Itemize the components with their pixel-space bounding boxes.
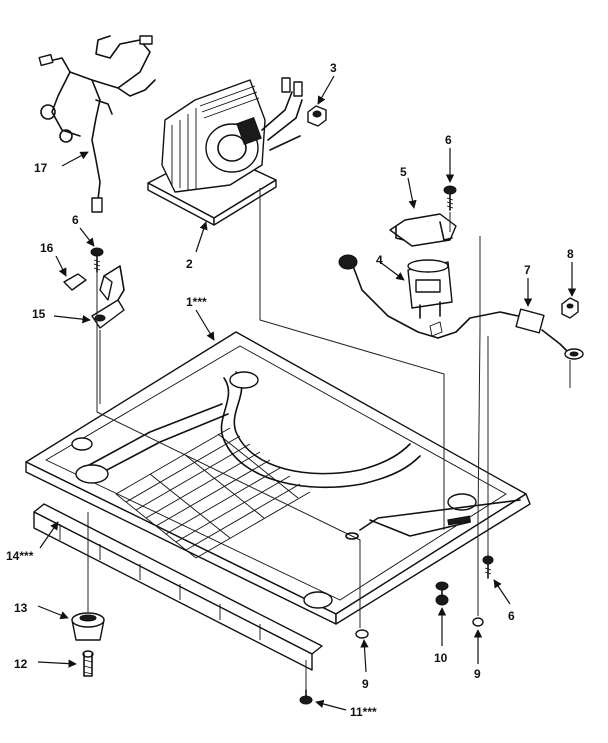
callout-4: 4 [376, 253, 383, 267]
callout-3: 3 [330, 61, 337, 75]
callout-1: 1*** [186, 295, 207, 309]
transformer-part [147, 77, 303, 226]
callout-10: 10 [434, 651, 448, 665]
alignment-lines [87, 188, 571, 690]
base-plate-part [25, 331, 531, 625]
callout-6-left: 6 [72, 213, 79, 227]
leader-arrows [37, 75, 577, 711]
screw-part-12 [82, 650, 94, 677]
screw-part-11 [299, 689, 313, 705]
foot-part-13 [71, 612, 105, 641]
callout-5: 5 [400, 165, 407, 179]
screw-part-6-right [482, 555, 494, 579]
nut-part-8 [561, 297, 579, 319]
capacitor-bracket-part [389, 213, 457, 247]
nut-part-9-left [355, 629, 369, 639]
callout-14: 14*** [6, 549, 34, 563]
screw-part-6-left [90, 247, 104, 273]
callout-7: 7 [524, 263, 531, 277]
front-strip-part [33, 503, 323, 671]
nut-part-3 [307, 105, 327, 127]
callout-13: 13 [14, 601, 28, 615]
callout-17: 17 [34, 161, 48, 175]
callout-8: 8 [567, 247, 574, 261]
nut-part-9-right [472, 617, 484, 627]
callout-16: 16 [40, 241, 54, 255]
screw-part-6-top [443, 185, 457, 211]
callout-9-right: 9 [474, 667, 481, 681]
callout-labels: 17 2 3 4 5 6 6 7 8 1*** 16 15 14*** 13 1… [6, 61, 574, 719]
wire-harness-part [38, 35, 156, 213]
callout-11: 11*** [350, 705, 377, 719]
screw-part-10 [435, 581, 449, 606]
clip-part-16 [63, 273, 87, 291]
callout-6-right: 6 [508, 609, 515, 623]
callout-15: 15 [32, 307, 46, 321]
fuse-part-7 [479, 308, 584, 360]
callout-12: 12 [14, 657, 28, 671]
capacitor-part [338, 254, 481, 339]
callout-2: 2 [186, 257, 193, 271]
callout-6-top: 6 [445, 133, 452, 147]
vent-slots [115, 427, 311, 559]
callout-9-left: 9 [362, 677, 369, 691]
